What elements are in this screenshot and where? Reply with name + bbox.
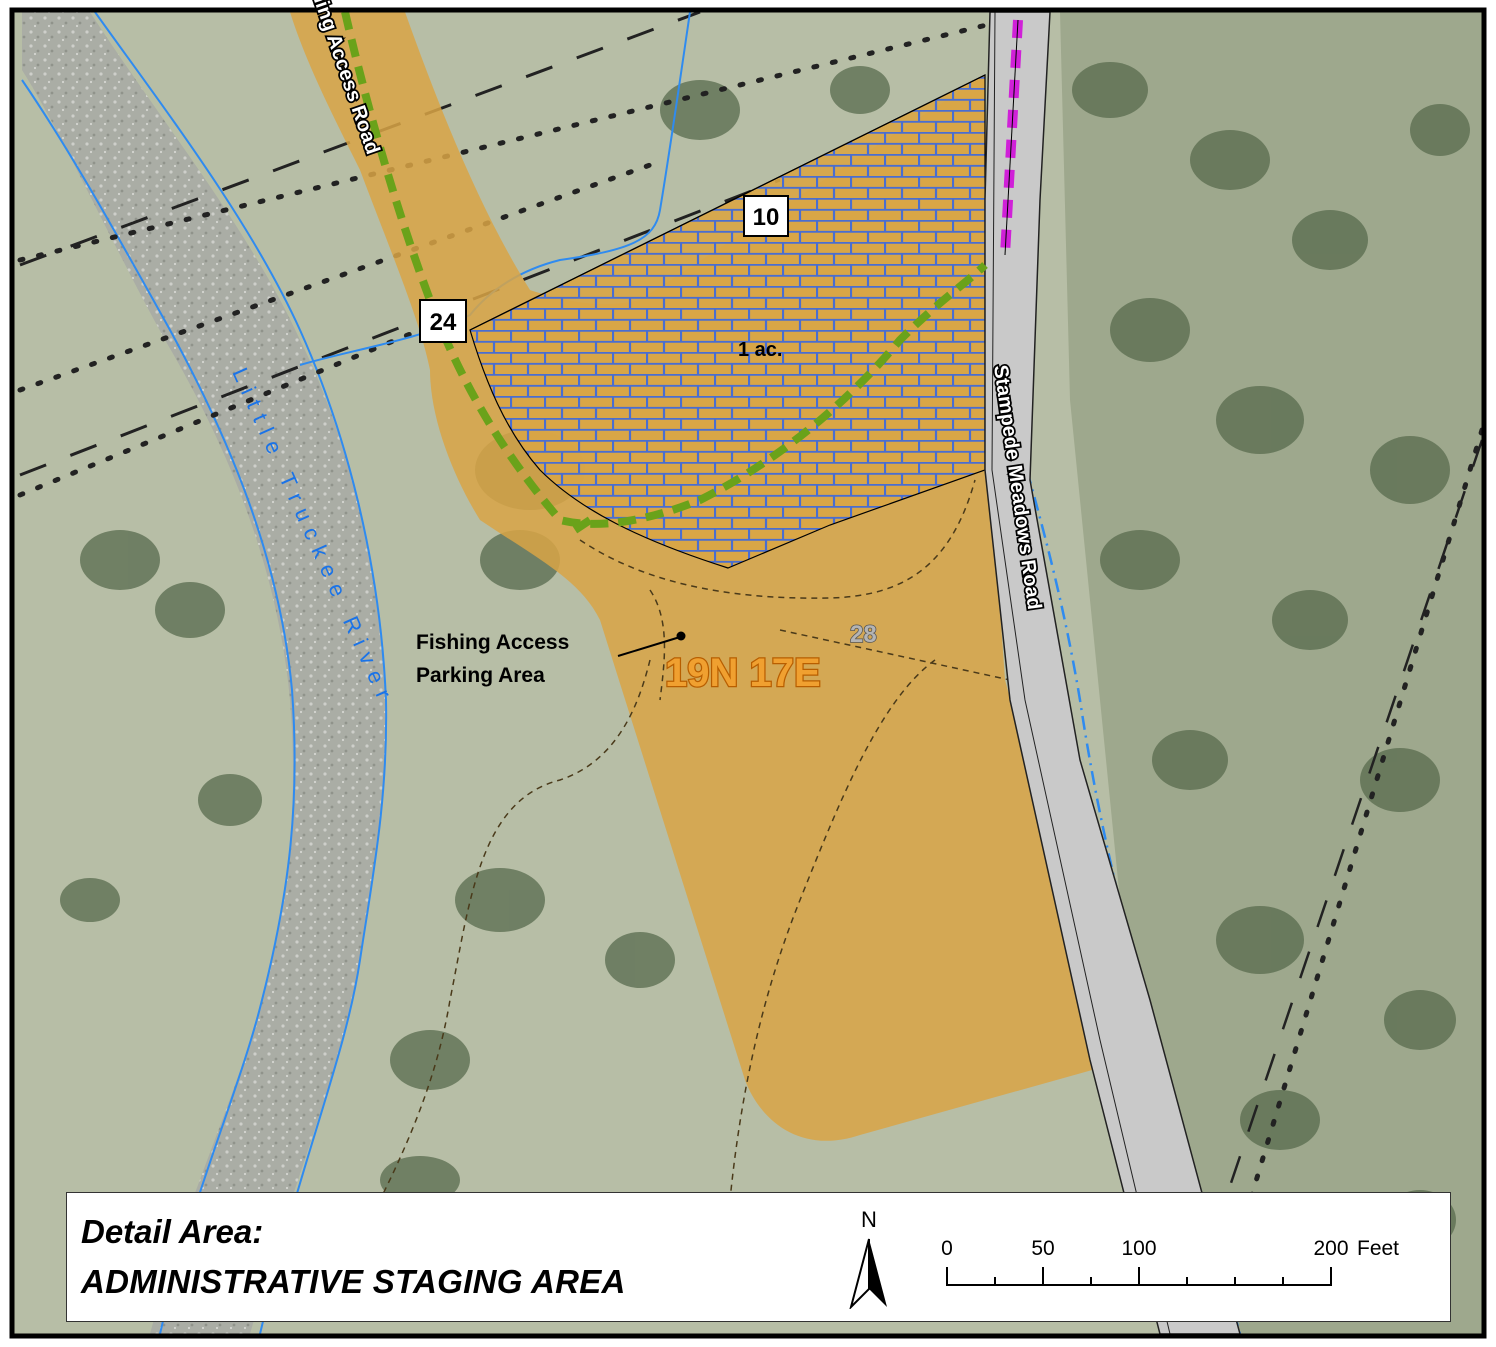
legend-box: Detail Area: ADMINISTRATIVE STAGING AREA… <box>66 1192 1451 1322</box>
river-edge-west <box>21 79 296 1334</box>
north-arrow: N <box>845 1207 893 1311</box>
scale-unit: Feet <box>1357 1237 1400 1260</box>
legend-title-line1: Detail Area: <box>81 1213 264 1250</box>
green-trail <box>341 12 988 528</box>
scale-tick-50: 50 <box>1031 1237 1055 1260</box>
parking-label-line2: Parking Area <box>416 664 545 687</box>
hatched-area-pattern <box>469 74 986 569</box>
section-box-upper: 10 <box>743 195 789 237</box>
scale-bar: 0 50 100 200 Feet <box>937 1233 1417 1303</box>
section-lines <box>17 12 1482 1334</box>
parking-marker <box>676 631 686 641</box>
scale-tick-100: 100 <box>1121 1237 1157 1260</box>
scale-tick-0: 0 <box>941 1237 953 1260</box>
scale-tick-200: 200 <box>1313 1237 1349 1260</box>
section-number-lower: 28 <box>850 621 877 648</box>
parking-leader-line <box>617 636 681 657</box>
north-arrow-icon <box>849 1238 887 1309</box>
stream <box>299 12 691 366</box>
river-bed <box>22 12 386 1334</box>
scale-bar-line <box>946 1267 1332 1286</box>
township-label: 19N 17E <box>665 651 821 695</box>
map-frame <box>9 7 1487 1339</box>
river-edge-east <box>94 12 388 1334</box>
section-box-left: 24 <box>419 299 467 343</box>
dashed-trails <box>379 479 1011 1201</box>
area-label: 1 ac. <box>738 339 782 361</box>
section-number-left: 24 <box>430 309 457 336</box>
north-label: N <box>861 1207 877 1232</box>
legend-title-line2: ADMINISTRATIVE STAGING AREA <box>81 1263 626 1300</box>
section-number-upper: 10 <box>753 204 780 231</box>
parking-label-line1: Fishing Access <box>416 631 569 654</box>
